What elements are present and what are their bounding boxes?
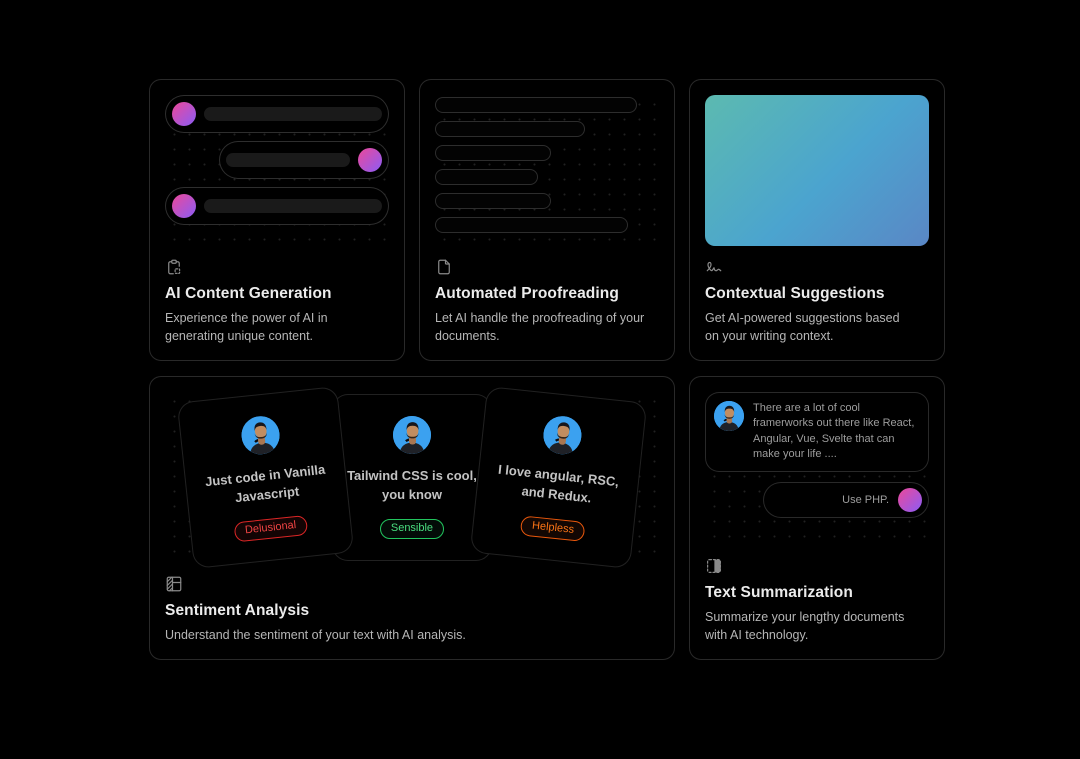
card-description: Understand the sentiment of your text wi… bbox=[165, 627, 466, 642]
skeleton-chat-rows bbox=[165, 95, 389, 246]
skeleton-line bbox=[435, 169, 539, 185]
card-description: Experience the power of AI in generating… bbox=[165, 310, 328, 343]
testimonial-quote: I love angular, RSC, and Redux. bbox=[497, 461, 620, 506]
skeleton-line bbox=[435, 121, 586, 137]
testimonial-quote: Tailwind CSS is cool, you know bbox=[347, 468, 477, 502]
chat-bubble-reply: Use PHP. bbox=[763, 481, 929, 518]
card-title: Automated Proofreading bbox=[435, 284, 619, 302]
gradient-dot-icon bbox=[898, 487, 922, 512]
chat-message: There are a lot of cool framerworks out … bbox=[753, 402, 915, 461]
testimonial-quote: Just code in Vanilla Javascript bbox=[204, 461, 326, 506]
testimonial-card: I love angular, RSC, and Redux. Helpless bbox=[469, 386, 648, 569]
gradient-dot-icon bbox=[358, 148, 382, 172]
skeleton-line bbox=[435, 193, 552, 209]
avatar bbox=[240, 414, 282, 457]
testimonial-card: Tailwind CSS is cool, you know Sensible bbox=[331, 394, 493, 561]
skeleton-line bbox=[435, 97, 637, 113]
table-column-icon bbox=[165, 575, 183, 593]
skeleton-row bbox=[165, 187, 389, 225]
card-sentiment-analysis: Just code in Vanilla Javascript Delusion… bbox=[149, 376, 675, 660]
card-title: Sentiment Analysis bbox=[165, 601, 310, 619]
card-title: Text Summarization bbox=[705, 583, 853, 601]
skeleton-bar bbox=[204, 199, 382, 213]
testimonial-card: Just code in Vanilla Javascript Delusion… bbox=[176, 386, 354, 569]
avatar bbox=[714, 401, 744, 431]
skeleton-line bbox=[435, 145, 552, 161]
skeleton-bar bbox=[225, 153, 350, 167]
skeleton-bar bbox=[204, 107, 382, 121]
skeleton-testimonials: Just code in Vanilla Javascript Delusion… bbox=[165, 386, 659, 569]
card-text-summarization: There are a lot of cool framerworks out … bbox=[689, 376, 945, 660]
avatar bbox=[392, 416, 431, 455]
card-title: Contextual Suggestions bbox=[705, 284, 885, 302]
card-title: AI Content Generation bbox=[165, 284, 332, 302]
chat-bubble-incoming: There are a lot of cool framerworks out … bbox=[705, 392, 929, 472]
card-description: Summarize your lengthy documents with AI… bbox=[705, 609, 905, 642]
card-ai-content-generation: AI Content Generation Experience the pow… bbox=[149, 79, 405, 361]
file-icon bbox=[435, 258, 453, 276]
gradient-preview bbox=[705, 95, 929, 246]
box-align-right-icon bbox=[705, 557, 723, 575]
signature-icon bbox=[705, 258, 723, 276]
skeleton-line bbox=[435, 217, 628, 233]
skeleton-text-lines bbox=[435, 95, 659, 246]
card-contextual-suggestions: Contextual Suggestions Get AI-powered su… bbox=[689, 79, 945, 361]
card-description: Let AI handle the proofreading of your d… bbox=[435, 310, 645, 343]
gradient-dot-icon bbox=[172, 102, 196, 126]
card-description: Get AI-powered suggestions based on your… bbox=[705, 310, 900, 343]
gradient-dot-icon bbox=[172, 194, 196, 218]
skeleton-row bbox=[165, 95, 389, 133]
sentiment-badge: Helpless bbox=[520, 515, 587, 542]
avatar bbox=[542, 414, 584, 457]
skeleton-row bbox=[218, 141, 389, 179]
bento-grid: AI Content Generation Experience the pow… bbox=[149, 79, 945, 660]
skeleton-chat: There are a lot of cool framerworks out … bbox=[705, 392, 929, 545]
clipboard-copy-icon bbox=[165, 258, 183, 276]
chat-reply: Use PHP. bbox=[842, 493, 889, 506]
sentiment-badge: Delusional bbox=[233, 514, 309, 543]
card-automated-proofreading: Automated Proofreading Let AI handle the… bbox=[419, 79, 675, 361]
sentiment-badge: Sensible bbox=[379, 518, 445, 539]
